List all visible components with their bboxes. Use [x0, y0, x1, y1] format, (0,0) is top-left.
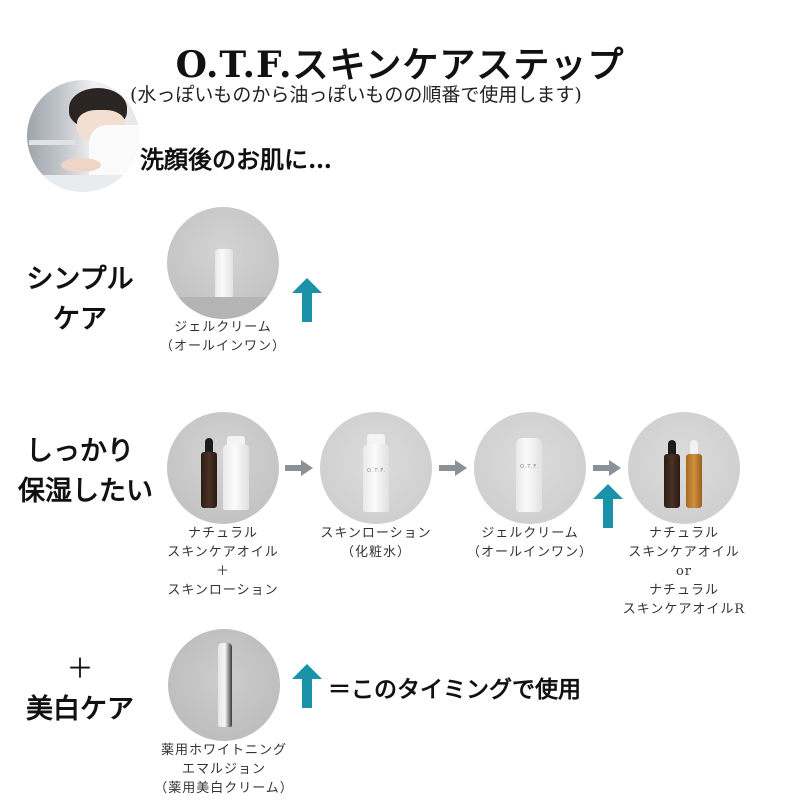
caption-line: ＋: [215, 564, 230, 579]
caption-line: or: [675, 564, 693, 579]
caption-line: ジェルクリーム: [481, 526, 579, 541]
product-gel-cream: [167, 207, 279, 319]
amber-oil-bottle: [686, 454, 702, 508]
caption-line: 薬用ホワイトニング: [160, 743, 287, 758]
lotion-cap: [227, 436, 245, 446]
caption-line: ナチュラル: [648, 583, 719, 598]
photo-hands: [61, 158, 101, 172]
row-label-simple-care: シンプル ケア: [18, 260, 142, 340]
row-label-line: 保湿したい: [18, 476, 153, 507]
row-label-line: しっかり: [26, 436, 134, 467]
gel-cream-tube-shape: [516, 438, 542, 512]
lotion-bottle: [223, 444, 249, 510]
dark-oil-bottle: [664, 454, 680, 508]
dropper-cap: [668, 440, 676, 456]
caption-line: スキンローション: [167, 583, 279, 598]
teal-up-arrow-icon: [593, 484, 623, 528]
gray-right-arrow-icon: [285, 460, 313, 476]
page-subtitle: (水っぽいものから油っぽいものの順番で使用します): [130, 84, 582, 106]
gray-right-arrow-icon: [593, 460, 621, 476]
caption-oil-and-lotion: ナチュラル スキンケアオイル ＋ スキンローション: [142, 524, 304, 600]
whitening-tube-shape: [218, 643, 232, 727]
photo-sink: [27, 175, 139, 192]
caption-line: ジェルクリーム: [174, 320, 272, 335]
caption-line: （オールインワン）: [466, 545, 593, 560]
caption-line: スキンローション: [320, 526, 432, 541]
caption-gel-cream: ジェルクリーム （オールインワン）: [449, 524, 611, 562]
product-whitening-emulsion: [168, 629, 280, 741]
product-oil-and-lotion: [167, 412, 279, 524]
timing-legend-text: ＝このタイミングで使用: [328, 676, 581, 703]
product-logo: O.T.F.: [367, 468, 387, 474]
dropper-cap: [205, 438, 213, 454]
row-label-line: ＋: [66, 654, 94, 685]
row-label-line: シンプル: [26, 264, 134, 295]
row-label-whitening: ＋ 美白ケア: [18, 650, 142, 730]
lotion-cap: [367, 434, 385, 446]
caption-line: スキンケアオイル: [628, 545, 740, 560]
caption-line: エマルジョン: [181, 762, 266, 777]
product-logo: O.T.F.: [520, 464, 540, 470]
product-two-oils: [628, 412, 740, 524]
product-gel-cream: O.T.F.: [474, 412, 586, 524]
caption-line: （薬用美白クリーム）: [154, 781, 294, 796]
row-label-line: ケア: [53, 304, 107, 335]
gray-right-arrow-icon: [439, 460, 467, 476]
photo-faucet: [29, 140, 75, 145]
caption-skin-lotion: スキンローション （化粧水）: [295, 524, 457, 562]
caption-whitening-emulsion: 薬用ホワイトニング エマルジョン （薬用美白クリーム）: [143, 741, 305, 798]
caption-line: スキンケアオイル: [167, 545, 279, 560]
table-surface: [167, 297, 279, 319]
row-label-line: 美白ケア: [26, 694, 134, 725]
product-skin-lotion: O.T.F.: [320, 412, 432, 524]
caption-line: （化粧水）: [340, 545, 411, 560]
caption-line: （オールインワン）: [159, 339, 286, 354]
lotion-bottle: [363, 444, 389, 512]
caption-two-oils: ナチュラル スキンケアオイル or ナチュラル スキンケアオイルR: [603, 524, 765, 619]
dropper-cap: [690, 440, 698, 456]
teal-up-arrow-icon: [292, 664, 322, 708]
page-title: O.T.F.スキンケアステップ: [175, 44, 625, 86]
row-label-moisturize: しっかり 保湿したい: [18, 432, 153, 512]
teal-up-arrow-icon: [292, 278, 322, 322]
caption-gel-cream: ジェルクリーム （オールインワン）: [142, 318, 304, 356]
caption-line: スキンケアオイルR: [622, 602, 746, 617]
gel-cream-tube-shape: [215, 249, 233, 301]
caption-line: ナチュラル: [187, 526, 258, 541]
dark-oil-bottle: [201, 452, 217, 508]
caption-line: ナチュラル: [648, 526, 719, 541]
face-washing-photo: [27, 80, 139, 192]
intro-text: 洗顔後のお肌に…: [140, 145, 332, 174]
